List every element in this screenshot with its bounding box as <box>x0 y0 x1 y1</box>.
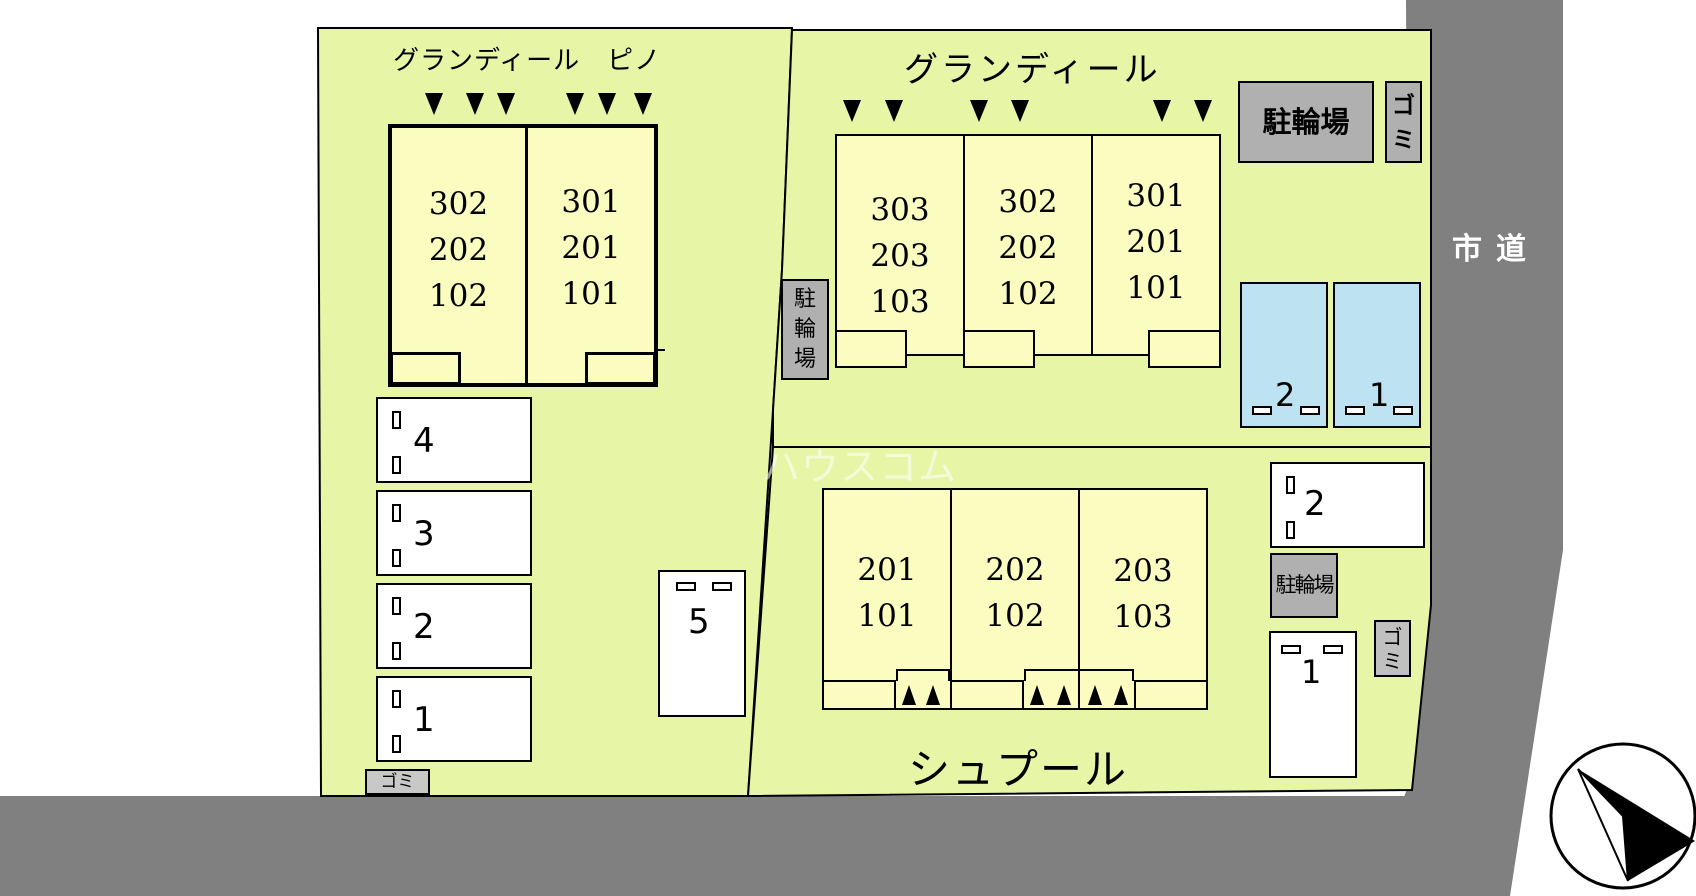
parking-shupool-2: 2 <box>1270 462 1425 548</box>
entry-grandir-3 <box>1148 330 1221 368</box>
building-name-piano: グランディール ピノ <box>393 46 662 76</box>
entry-shupool-1 <box>822 680 896 710</box>
garbage-grandir: ゴ ミ <box>1385 81 1422 163</box>
bicycle-parking-vertical: 駐 輪 場 <box>781 279 829 380</box>
parking-grandir-1: 1 <box>1333 282 1421 428</box>
building-name-grandir: グランディール <box>904 50 1161 90</box>
building-shupool: 201 101 202 102 203 103 <box>822 488 1208 710</box>
city-road-label: 市道 <box>1452 232 1540 267</box>
entry-piano-left <box>390 352 461 385</box>
garbage-piano: ゴミ <box>365 769 430 795</box>
parking-left-2: 2 <box>376 583 532 669</box>
building-grandir: 303 203 103 302 202 102 301 201 101 <box>835 134 1221 356</box>
unit-numbers-grandir-col1: 303 203 103 <box>870 192 930 320</box>
garbage-shupool: ゴ ミ <box>1374 620 1411 677</box>
parking-grandir-2: 2 <box>1240 282 1328 428</box>
entry-shupool-2 <box>950 680 1024 710</box>
watermark: ハウスコム <box>762 445 958 489</box>
entry-grandir-2 <box>963 330 1035 368</box>
parking-left-4: 4 <box>376 397 532 483</box>
parking-center-5: 5 <box>658 570 746 717</box>
unit-numbers-grandir-col3: 301 201 101 <box>1126 178 1186 306</box>
unit-numbers-piano-left: 302 202 102 <box>428 186 489 314</box>
road-south <box>0 796 1440 896</box>
bicycle-parking-shupool: 駐輪場 <box>1270 553 1338 618</box>
parking-left-3: 3 <box>376 490 532 576</box>
parking-shupool-1: 1 <box>1269 631 1357 778</box>
entry-grandir-1 <box>835 330 907 368</box>
unit-numbers-shupool-col2: 202 102 <box>985 552 1045 634</box>
unit-numbers-shupool-col3: 203 103 <box>1113 553 1173 635</box>
parking-left-1: 1 <box>376 676 532 762</box>
bicycle-parking-grandir: 駐輪場 <box>1238 81 1374 163</box>
unit-numbers-piano-right: 301 201 101 <box>561 184 621 312</box>
entry-piano-right <box>585 352 656 385</box>
building-piano: 302 202 102 301 201 101 <box>388 124 658 387</box>
unit-numbers-grandir-col2: 302 202 102 <box>998 184 1058 312</box>
unit-numbers-shupool-col1: 201 101 <box>857 552 917 634</box>
building-name-shupool: シュプール <box>908 745 1129 794</box>
north-arrow-icon <box>1549 742 1696 890</box>
entry-shupool-3 <box>1134 680 1208 710</box>
